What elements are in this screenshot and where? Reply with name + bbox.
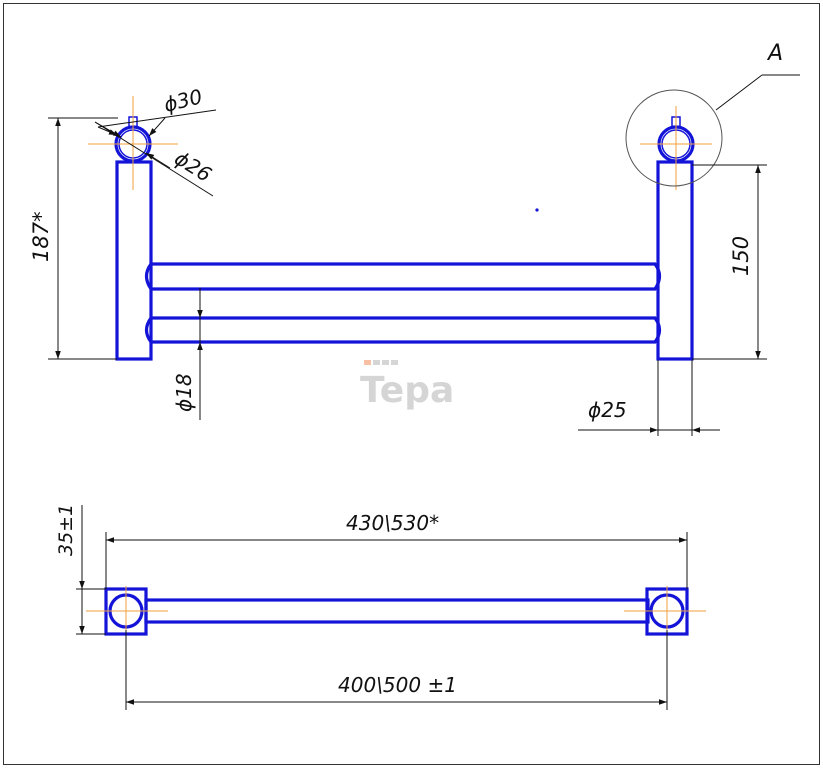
detail-a-leader [715, 74, 763, 111]
crossbar-top [144, 262, 662, 291]
dia30-leader-arrow-out [148, 117, 166, 137]
detail-a-circle [625, 89, 723, 187]
top-view: 35±1 430\530* 400\500 ±1 [55, 504, 706, 710]
detail-a-label: A [766, 41, 783, 66]
stray-dot [535, 208, 539, 212]
dia26-arrow-out [145, 152, 171, 169]
right-post [656, 160, 694, 361]
dim25-label: ϕ25 [588, 398, 627, 422]
dim150-label: 150 [729, 236, 753, 276]
top-bar [144, 598, 650, 624]
crossbar-bottom [144, 316, 662, 344]
dia30-label: ϕ30 [161, 84, 204, 117]
dim430-label: 430\530* [346, 511, 439, 535]
dim18-label: ϕ18 [172, 373, 196, 412]
dim35-label: 35±1 [55, 504, 77, 556]
dim187-label: 187* [29, 211, 53, 262]
dia30-leader [97, 109, 217, 128]
dia26-arrow-in [94, 121, 122, 138]
front-view: A ϕ30 ϕ26 187* 150 ϕ18 ϕ25 [29, 41, 800, 436]
dim400-label: 400\500 ±1 [338, 673, 457, 697]
watermark-logo: Tepa [360, 360, 454, 411]
sheet-border [3, 3, 820, 765]
dia26-label: ϕ26 [170, 146, 216, 187]
watermark-text: Tepa [360, 370, 454, 411]
